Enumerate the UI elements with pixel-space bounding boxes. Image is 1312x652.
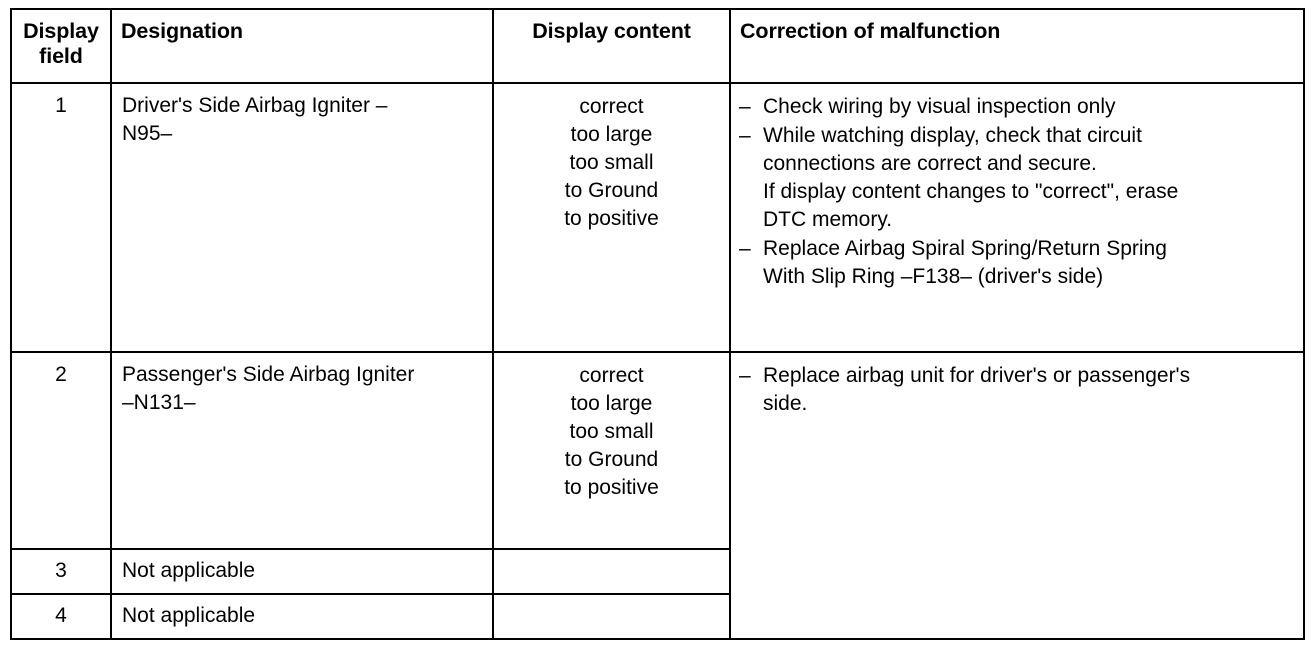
display-field-value: 1 bbox=[55, 94, 67, 117]
column-header-display-field-label: Display field bbox=[23, 19, 99, 69]
cell-display-field: 4 bbox=[10, 593, 112, 640]
correction-item-main-text: Replace Airbag Spiral Spring/Return Spri… bbox=[763, 236, 1167, 288]
table-row: 4 Not applicable bbox=[10, 593, 1304, 640]
display-content-value bbox=[494, 595, 729, 608]
display-content-value: correct too large too small to Ground to… bbox=[564, 95, 659, 230]
correction-item-main-text: While watching display, check that circu… bbox=[763, 123, 1142, 175]
correction-list: –Replace airbag unit for driver's or pas… bbox=[739, 362, 1295, 418]
column-header-display-content: Display content bbox=[492, 8, 731, 84]
table-row: 2 Passenger's Side Airbag Igniter –N131–… bbox=[10, 351, 1305, 640]
cell-display-field: 3 bbox=[10, 548, 112, 595]
cell-designation: Not applicable bbox=[110, 548, 494, 595]
cell-designation: Not applicable bbox=[110, 593, 494, 640]
correction-item: –Replace airbag unit for driver's or pas… bbox=[739, 362, 1295, 418]
correction-item-text: While watching display, check that circu… bbox=[763, 122, 1295, 234]
designation-value: Not applicable bbox=[122, 559, 256, 582]
designation-value: Passenger's Side Airbag Igniter –N131– bbox=[122, 363, 415, 414]
correction-list: –Check wiring by visual inspection only–… bbox=[739, 93, 1295, 290]
cell-display-content: correct too large too small to Ground to… bbox=[492, 351, 731, 550]
column-header-display-field: Display field bbox=[10, 8, 112, 84]
correction-item-text: Replace Airbag Spiral Spring/Return Spri… bbox=[763, 235, 1295, 291]
display-field-value: 3 bbox=[55, 559, 67, 582]
correction-item: –Replace Airbag Spiral Spring/Return Spr… bbox=[739, 235, 1295, 291]
cell-designation: Passenger's Side Airbag Igniter –N131– bbox=[110, 351, 494, 550]
correction-list-wrapper: –Check wiring by visual inspection only–… bbox=[731, 84, 1303, 301]
display-content-value bbox=[494, 550, 729, 563]
correction-item-sub-text: If display content changes to "correct",… bbox=[763, 179, 1179, 231]
correction-item-dash: – bbox=[739, 95, 751, 118]
display-content-value: correct too large too small to Ground to… bbox=[564, 364, 659, 499]
display-field-value: 2 bbox=[55, 363, 67, 387]
correction-item-dash: – bbox=[739, 236, 751, 260]
correction-item: –While watching display, check that circ… bbox=[739, 122, 1295, 234]
cell-correction: –Check wiring by visual inspection only–… bbox=[729, 81, 1305, 354]
table-row: 1 Driver's Side Airbag Igniter – N95– co… bbox=[10, 81, 1305, 354]
table-body: 1 Driver's Side Airbag Igniter – N95– co… bbox=[10, 81, 1305, 640]
designation-value: Not applicable bbox=[122, 604, 256, 627]
diagnostic-display-field-table: Display field Designation Display conten… bbox=[10, 8, 1305, 640]
cell-display-field: 2 bbox=[10, 351, 112, 550]
table-header: Display field Designation Display conten… bbox=[10, 8, 1305, 84]
table-header-row: Display field Designation Display conten… bbox=[10, 8, 1305, 84]
table-row: 3 Not applicable bbox=[10, 548, 1304, 595]
column-header-display-content-label: Display content bbox=[532, 19, 691, 43]
cell-display-content: correct too large too small to Ground to… bbox=[492, 81, 731, 354]
column-header-designation-label: Designation bbox=[121, 19, 243, 43]
cell-display-content bbox=[492, 548, 731, 595]
correction-item-main-text: Replace airbag unit for driver's or pass… bbox=[763, 364, 1191, 415]
correction-item-text: Replace airbag unit for driver's or pass… bbox=[763, 362, 1295, 418]
correction-item-dash: – bbox=[739, 364, 751, 388]
correction-item-text: Check wiring by visual inspection only bbox=[763, 93, 1295, 121]
cell-designation: Driver's Side Airbag Igniter – N95– bbox=[110, 81, 494, 354]
correction-item-dash: – bbox=[739, 123, 751, 147]
cell-display-field: 1 bbox=[10, 81, 112, 354]
correction-item: –Check wiring by visual inspection only bbox=[739, 93, 1295, 121]
cell-display-content bbox=[492, 593, 731, 640]
column-header-correction-label: Correction of malfunction bbox=[740, 19, 1001, 43]
correction-item-main-text: Check wiring by visual inspection only bbox=[763, 95, 1116, 118]
cell-correction: –Replace airbag unit for driver's or pas… bbox=[729, 351, 1305, 640]
designation-value: Driver's Side Airbag Igniter – N95– bbox=[122, 94, 388, 145]
column-header-designation: Designation bbox=[110, 8, 494, 84]
correction-list-wrapper: –Replace airbag unit for driver's or pas… bbox=[731, 353, 1303, 429]
column-header-correction: Correction of malfunction bbox=[729, 8, 1305, 84]
display-field-value: 4 bbox=[55, 604, 67, 627]
